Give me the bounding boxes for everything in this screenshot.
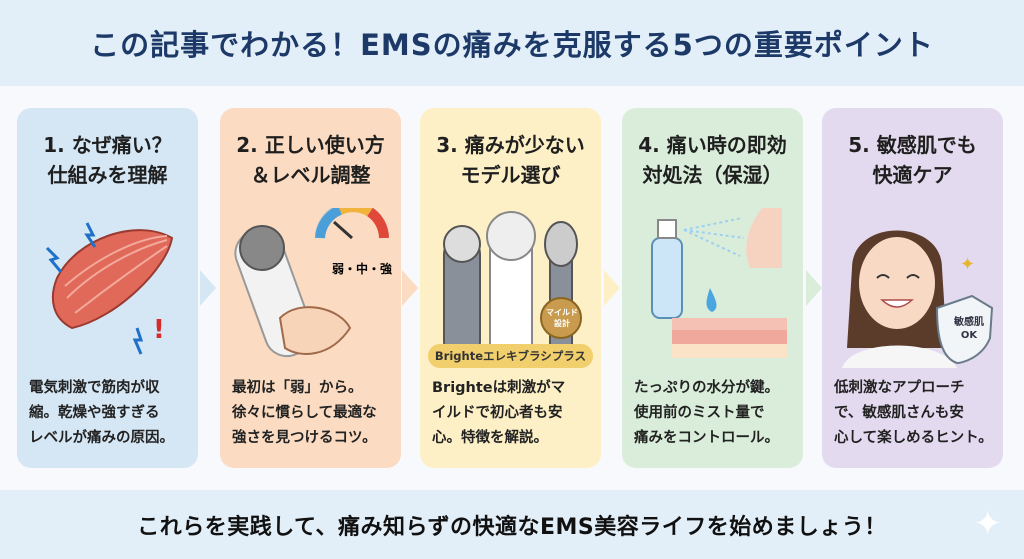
svg-text:✦: ✦ [960,254,975,275]
card-title: 2. 正しい使い方 ＆レベル調整 [236,133,385,187]
card-description: 最初は「弱」から。 徐々に慣らして最適な 強さを見つけるコツ。 [232,380,377,446]
smiling-woman-icon: ✦ [842,230,993,368]
sensitive-skin-ok-shield: 敏感肌 OK [954,317,984,341]
point-card-5: 5. 敏感肌でも 快適ケア ✦ 敏感肌 OK 低刺激なアプローチ で、敏感肌さん… [822,108,1003,468]
point-card-3: 3. 痛みが少ない モデル選び マイルド 設計 Brighteエレキブラシプラス… [420,108,601,468]
svg-text:!: ! [153,315,165,345]
arrow-icon [200,270,216,306]
ems-device-gauge-icon [234,208,389,358]
point-card-1: 1. なぜ痛い？ 仕組みを理解 ! 電気刺激で筋肉が収 縮。乾燥や強すぎる レベ… [17,108,198,468]
card-title: 1. なぜ痛い？ 仕組みを理解 [43,133,172,187]
page-title: この記事でわかる！EMSの痛みを克服する5つの重要ポイント [90,28,934,62]
card-title: 3. 痛みが少ない モデル選び [436,133,585,187]
card-description: 電気刺激で筋肉が収 縮。乾燥や強すぎる レベルが痛みの原因。 [29,380,174,446]
card-description: Brighteは刺激がマ イルドで初心者も安 心。特徴を解説。 [432,380,566,446]
header-banner: この記事でわかる！EMSの痛みを克服する5つの重要ポイント [0,0,1024,86]
card-title: 4. 痛い時の即効 対処法（保湿） [638,133,787,187]
footer-message: これらを実践して、痛み知らずの快適なEMS美容ライフを始めましょう！ [137,514,887,540]
card-title: 5. 敏感肌でも 快適ケア [848,133,977,187]
card-description: たっぷりの水分が鍵。 使用前のミスト量で 痛みをコントロール。 [634,380,779,446]
mild-design-badge: マイルド 設計 [546,308,578,328]
muscle-icon: ! [45,222,174,355]
point-card-4: 4. 痛い時の即効 対処法（保湿） たっぷりの水分が鍵。 使用前のミスト量で 痛… [622,108,803,468]
footer-banner: これらを実践して、痛み知らずの快適なEMS美容ライフを始めましょう！ [0,490,1024,559]
card-description: 低刺激なアプローチ で、敏感肌さんも安 心して楽しめるヒント。 [834,380,993,446]
mist-spray-icon [651,208,787,358]
sparkle-icon: ✦ [973,504,1003,544]
gauge-label: 弱・中・強 [332,262,393,276]
arrow-icon [402,270,418,306]
arrow-icon [806,270,822,306]
product-label: Brighteエレキブラシプラス [428,344,593,368]
point-card-2: 2. 正しい使い方 ＆レベル調整 弱・中・強 最初は「弱」から。 徐々に慣らして… [220,108,401,468]
arrow-icon [604,270,620,306]
